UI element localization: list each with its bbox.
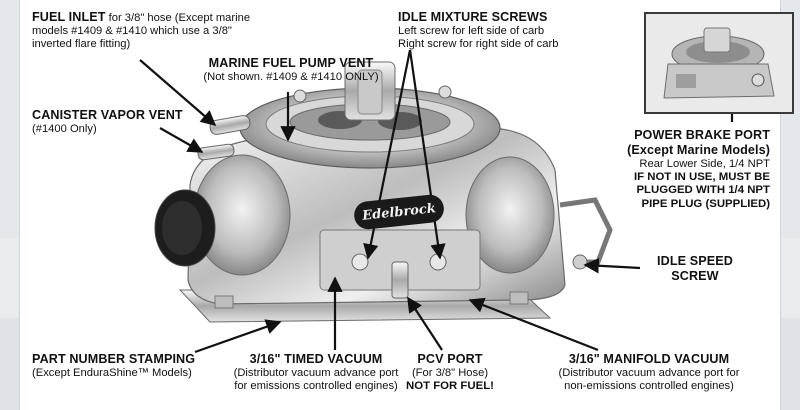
pcv-port-label: PCV PORT (For 3/8" Hose) NOT FOR FUEL! [400,352,500,394]
idle-speed-screw-title-2: SCREW [671,268,719,283]
timed-vacuum-title: 3/16" TIMED VACUUM [249,352,383,366]
timed-vacuum-desc-1: (Distributor vacuum advance port [233,366,399,379]
idle-speed-screw-label: IDLE SPEED SCREW [650,254,740,284]
canister-vapor-vent-title: CANISTER VAPOR VENT [32,108,183,122]
timed-vacuum-label: 3/16" TIMED VACUUM (Distributor vacuum a… [226,352,406,393]
fuel-inlet-label: FUEL INLET for 3/8" hose (Except marine … [32,10,250,52]
part-number-stamping-label: PART NUMBER STAMPING (Except EnduraShine… [32,352,195,380]
manifold-vacuum-label: 3/16" MANIFOLD VACUUM (Distributor vacuu… [544,352,754,393]
rear-view-inset-photo [644,12,794,114]
pcv-port-title: PCV PORT [417,352,483,366]
power-brake-port-note-3: PIPE PLUG (SUPPLIED) [641,197,770,210]
power-brake-port-label: POWER BRAKE PORT (Except Marine Models) … [580,128,770,211]
power-brake-port-title-2: (Except Marine Models) [627,142,770,157]
marine-fuel-pump-vent-title: MARINE FUEL PUMP VENT [208,56,374,70]
idle-mixture-screws-label: IDLE MIXTURE SCREWS Left screw for left … [398,10,558,51]
idle-mixture-screws-title: IDLE MIXTURE SCREWS [398,10,548,24]
brand-logo-text: Edelbrock [361,200,437,224]
fuel-inlet-desc-3: inverted flare fitting) [32,38,131,51]
fuel-inlet-desc-1: for 3/8" hose (Except marine [105,12,251,24]
diagram-poster: Edelbrock FUEL INLET for 3/8" hose (Exce… [20,0,794,410]
idle-mixture-screws-desc-2: Right screw for right side of carb [398,38,559,51]
part-number-stamping-title: PART NUMBER STAMPING [32,352,196,366]
idle-speed-screw-title-1: IDLE SPEED [657,254,733,268]
manifold-vacuum-desc-2: non-emissions controlled engines) [564,380,734,393]
inset-carburetor-image [646,14,792,112]
marine-fuel-pump-vent-label: MARINE FUEL PUMP VENT (Not shown. #1409 … [196,56,386,84]
manifold-vacuum-desc-1: (Distributor vacuum advance port for [558,366,740,379]
part-number-stamping-desc: (Except EnduraShine™ Models) [32,366,192,379]
marine-fuel-pump-vent-desc: (Not shown. #1409 & #1410 ONLY) [203,70,379,83]
idle-mixture-screws-desc-1: Left screw for left side of carb [398,24,545,37]
pcv-port-desc: (For 3/8" Hose) [411,366,489,379]
canister-vapor-vent-label: CANISTER VAPOR VENT (#1400 Only) [32,108,183,136]
power-brake-port-title-1: POWER BRAKE PORT [634,128,770,142]
fuel-inlet-title: FUEL INLET [32,10,106,24]
fuel-inlet-desc-2: models #1409 & #1410 which use a 3/8" [32,25,232,38]
timed-vacuum-desc-2: for emissions controlled engines) [234,380,398,393]
power-brake-port-note-2: PLUGGED WITH 1/4 NPT [636,184,770,197]
power-brake-port-desc: Rear Lower Side, 1/4 NPT [639,157,770,170]
pcv-port-warning: NOT FOR FUEL! [406,380,494,393]
manifold-vacuum-title: 3/16" MANIFOLD VACUUM [568,352,730,366]
canister-vapor-vent-desc: (#1400 Only) [32,122,97,135]
power-brake-port-note-1: IF NOT IN USE, MUST BE [633,170,770,183]
